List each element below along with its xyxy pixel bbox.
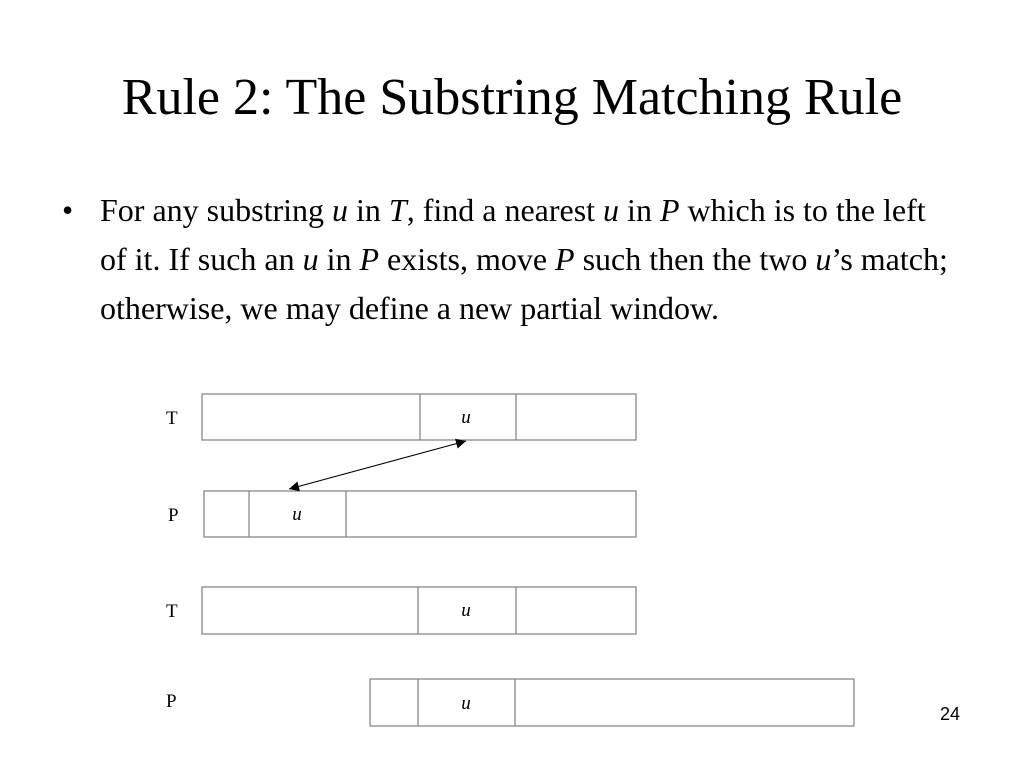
italic-variable: u — [302, 241, 319, 277]
italic-variable: T — [388, 192, 407, 228]
italic-variable: P — [555, 241, 575, 277]
text-run: in — [318, 241, 360, 277]
row-t-original: T u — [166, 393, 637, 441]
text-strip — [201, 586, 637, 635]
row-p-original: P u — [168, 490, 637, 538]
text-run: such then the two — [574, 241, 816, 277]
text-run: , find a nearest — [406, 192, 604, 228]
row-label: P — [166, 691, 177, 712]
bullet-point: • For any substring u in T, find a neare… — [62, 186, 952, 333]
italic-variable: P — [359, 241, 380, 277]
italic-variable: P — [659, 192, 680, 228]
pattern-strip — [203, 490, 637, 538]
pattern-strip-shifted — [369, 678, 855, 727]
substring-u-in-t: u — [461, 600, 471, 621]
text-run: For any substring — [100, 192, 332, 228]
bullet-marker: • — [62, 192, 74, 228]
text-run: exists, move — [379, 241, 556, 277]
row-label: T — [166, 408, 178, 429]
row-label: T — [166, 601, 178, 622]
page-number: 24 — [939, 704, 961, 724]
text-run: in — [619, 192, 660, 228]
row-p-shifted: P u — [166, 678, 855, 727]
bullet-text: For any substring u in T, find a nearest… — [100, 186, 952, 333]
italic-variable: u — [603, 192, 620, 228]
text-run: in — [348, 192, 389, 228]
text-run: ’s match; otherwise, we may define a new… — [100, 241, 948, 326]
match-arrow — [288, 438, 467, 492]
text-run: which is to the left of it. If such an — [100, 192, 926, 277]
text-strip — [201, 393, 637, 441]
italic-variable: u — [815, 241, 832, 277]
row-label: P — [168, 505, 179, 526]
slide-title: Rule 2: The Substring Matching Rule — [121, 69, 903, 126]
substring-u-in-t: u — [461, 407, 471, 428]
substring-u-in-p: u — [292, 504, 302, 525]
row-t-aligned: T u — [166, 586, 637, 635]
italic-variable: u — [332, 192, 348, 228]
substring-u-in-p: u — [461, 693, 471, 714]
